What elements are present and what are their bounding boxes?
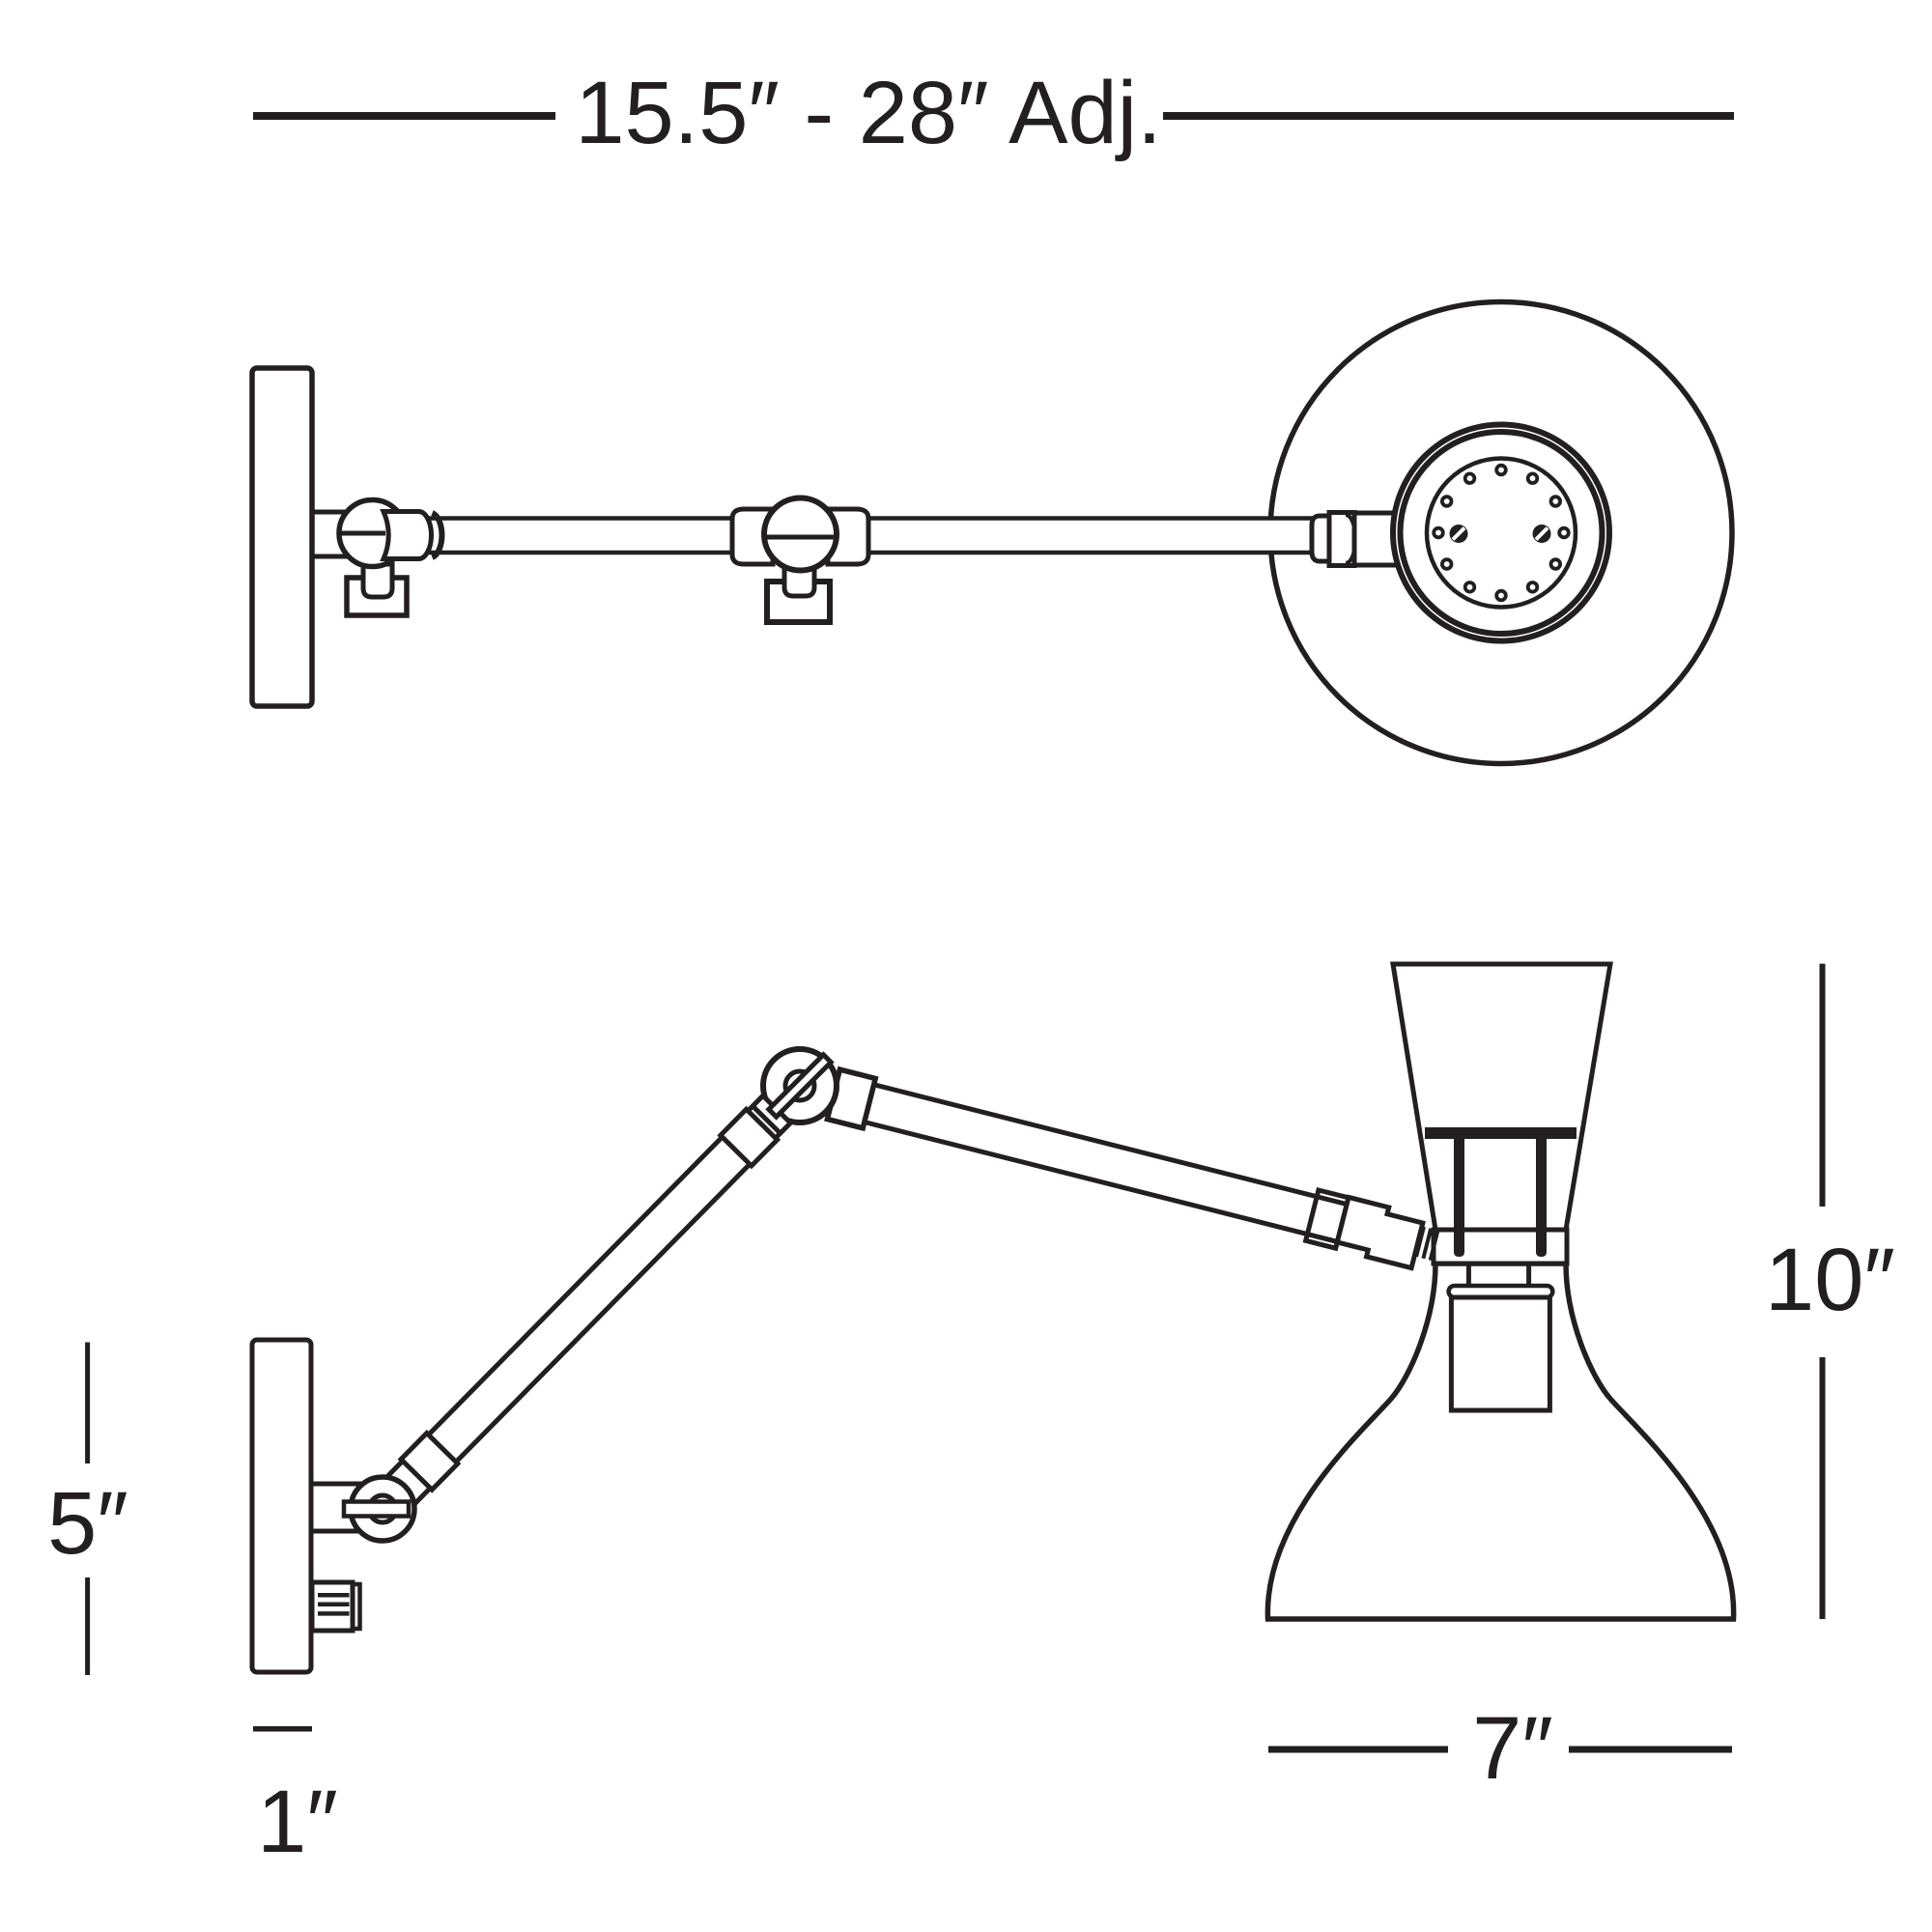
svg-text:15.5″ - 28″ Adj.: 15.5″ - 28″ Adj.	[575, 64, 1161, 162]
svg-text:10″: 10″	[1765, 1231, 1895, 1329]
svg-text:1″: 1″	[257, 1773, 338, 1871]
svg-text:5″: 5″	[47, 1474, 128, 1573]
svg-text:7″: 7″	[1472, 1699, 1553, 1798]
